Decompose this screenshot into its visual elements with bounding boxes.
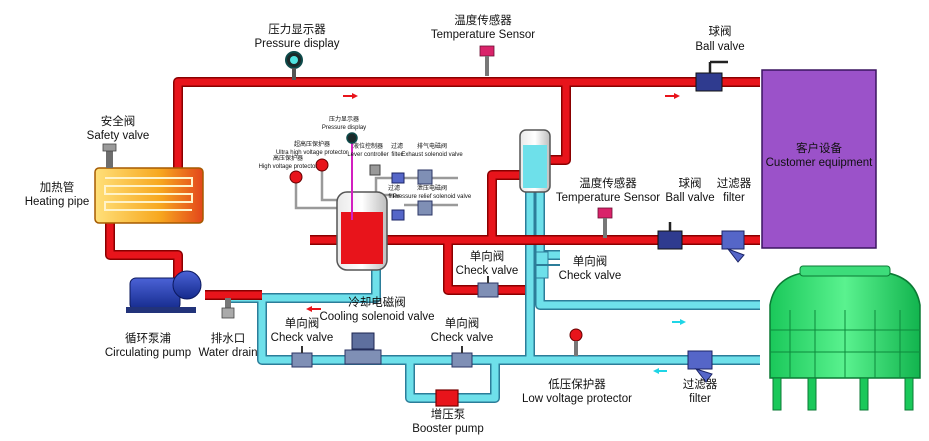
safety-valve-icon <box>102 143 117 168</box>
temperature-sensor-icon <box>479 45 495 76</box>
level-label-en: Lever controller <box>347 152 388 158</box>
ball-valve-top-icon <box>695 60 728 92</box>
small-pressure-gauge-icon <box>346 132 358 144</box>
filter-small2-label-cn: 过滤 <box>388 184 400 192</box>
water-drain-icon <box>221 298 235 319</box>
cooling-tower <box>769 265 921 411</box>
temp-sensor-mid-label-en: Temperature Sensor <box>556 192 660 204</box>
temp-sensor-top-label-en: Temperature Sensor <box>431 29 535 41</box>
check-valve-right-label-cn: 单向阀 <box>573 254 608 268</box>
filter-small2-icon <box>391 209 405 221</box>
pressure-display-label-en: Pressure display <box>254 38 339 50</box>
exhaust-label-en: Exhaust solenoid valve <box>401 152 463 158</box>
small-pressure-label-cn: 压力显示器 <box>329 115 359 123</box>
check-valve-low-icon <box>451 346 473 368</box>
ultra-hv-protector-icon <box>315 158 329 172</box>
ball-valve-mid-label-en: Ball valve <box>665 192 714 204</box>
labels: 压力显示器 Pressure display 温度传感器 Temperature… <box>25 13 752 435</box>
filter-mid-icon <box>721 230 745 263</box>
pressure-gauge-icon <box>285 51 303 80</box>
water-tank <box>336 140 388 271</box>
cooling-valve-label-en: Cooling solenoid valve <box>319 311 434 323</box>
booster-label-cn: 增压泵 <box>431 407 466 421</box>
check-valve-right-label-en: Check valve <box>559 270 622 282</box>
check-valve-left-label-cn: 单向阀 <box>285 316 320 330</box>
circ-pump-label-cn: 循环泵浦 <box>125 332 171 345</box>
safety-valve-label-en: Safety valve <box>87 130 150 142</box>
circ-pump-label-en: Circulating pump <box>105 347 191 359</box>
exhaust-valve-icon <box>417 169 433 185</box>
filter-mid-label-cn: 过滤器 <box>717 177 752 190</box>
customer-label-cn: 客户设备 <box>796 141 842 155</box>
level-label-cn: 液位控制器 <box>353 142 383 150</box>
pressure-display-label-cn: 压力显示器 <box>268 23 326 36</box>
filter-small-label-en: filter <box>391 152 402 158</box>
small-pressure-label-en: Pressure display <box>322 125 366 131</box>
circulating-pump-icon <box>126 270 202 313</box>
customer-label-en: Customer equipment <box>766 157 874 169</box>
safety-valve-label-cn: 安全阀 <box>101 114 136 128</box>
filter-mid-label-en: filter <box>723 192 745 204</box>
check-valve-right-icon <box>535 251 560 279</box>
cooling-solenoid-valve-icon <box>344 332 382 365</box>
pressure-relief-valve-icon <box>417 200 433 216</box>
exhaust-label-cn: 排气电磁阀 <box>417 142 447 150</box>
expansion-column <box>519 129 551 193</box>
check-valve-mid-label-cn: 单向阀 <box>470 249 505 263</box>
temperature-sensor-mid-icon <box>597 207 613 238</box>
low-voltage-protector-icon <box>569 328 583 356</box>
check-valve-low-label-cn: 单向阀 <box>445 316 480 330</box>
filter-small2-label-en: filter <box>388 194 399 200</box>
low-voltage-label-en: Low voltage protector <box>522 393 632 405</box>
water-drain-label-en: Water drain <box>198 347 257 359</box>
flow-arrows <box>306 93 714 374</box>
temp-sensor-top-label-cn: 温度传感器 <box>454 13 512 27</box>
water-drain-label-cn: 排水口 <box>211 331 246 345</box>
heating-pipe-label-cn: 加热管 <box>40 180 75 194</box>
hv-label-en: High voltage protector <box>259 164 318 170</box>
filter-small-label-cn: 过滤 <box>391 142 403 150</box>
cooling-valve-label-cn: 冷却电磁阀 <box>348 295 406 309</box>
customer-equipment: 客户设备 Customer equipment <box>761 69 877 249</box>
ball-valve-top-label-en: Ball valve <box>695 41 744 53</box>
filter-low-icon <box>687 350 713 383</box>
ultra-hv-label-cn: 超高压保护器 <box>294 140 330 148</box>
heating-pipe-label-en: Heating pipe <box>25 196 90 208</box>
pr-valve-label-en: Pressure relief solenoid valve <box>393 194 472 200</box>
filter-low-label-en: filter <box>689 393 711 405</box>
check-valve-mid-icon <box>477 276 499 298</box>
filter-low-label-cn: 过滤器 <box>683 378 718 391</box>
ball-valve-mid-icon <box>657 222 683 250</box>
check-valve-left-label-en: Check valve <box>271 332 334 344</box>
pr-valve-label-cn: 泄压电磁阀 <box>417 184 447 192</box>
ball-valve-mid-label-cn: 球阀 <box>679 176 702 190</box>
hv-label-cn: 高压保护器 <box>273 154 303 162</box>
level-controller-icon <box>369 164 381 176</box>
heating-pipe <box>94 167 204 224</box>
temp-sensor-mid-label-cn: 温度传感器 <box>579 176 637 190</box>
check-valve-mid-label-en: Check valve <box>456 265 519 277</box>
check-valve-left-icon <box>291 346 313 368</box>
low-voltage-label-cn: 低压保护器 <box>548 377 606 391</box>
filter-small-icon <box>391 172 405 184</box>
check-valve-low-label-en: Check valve <box>431 332 494 344</box>
ultra-hv-label-en: Ultra high voltage protector <box>276 150 348 156</box>
hv-protector-icon <box>289 170 303 184</box>
booster-label-en: Booster pump <box>412 423 484 435</box>
booster-pump-icon <box>435 389 459 407</box>
ball-valve-top-label-cn: 球阀 <box>709 24 732 38</box>
